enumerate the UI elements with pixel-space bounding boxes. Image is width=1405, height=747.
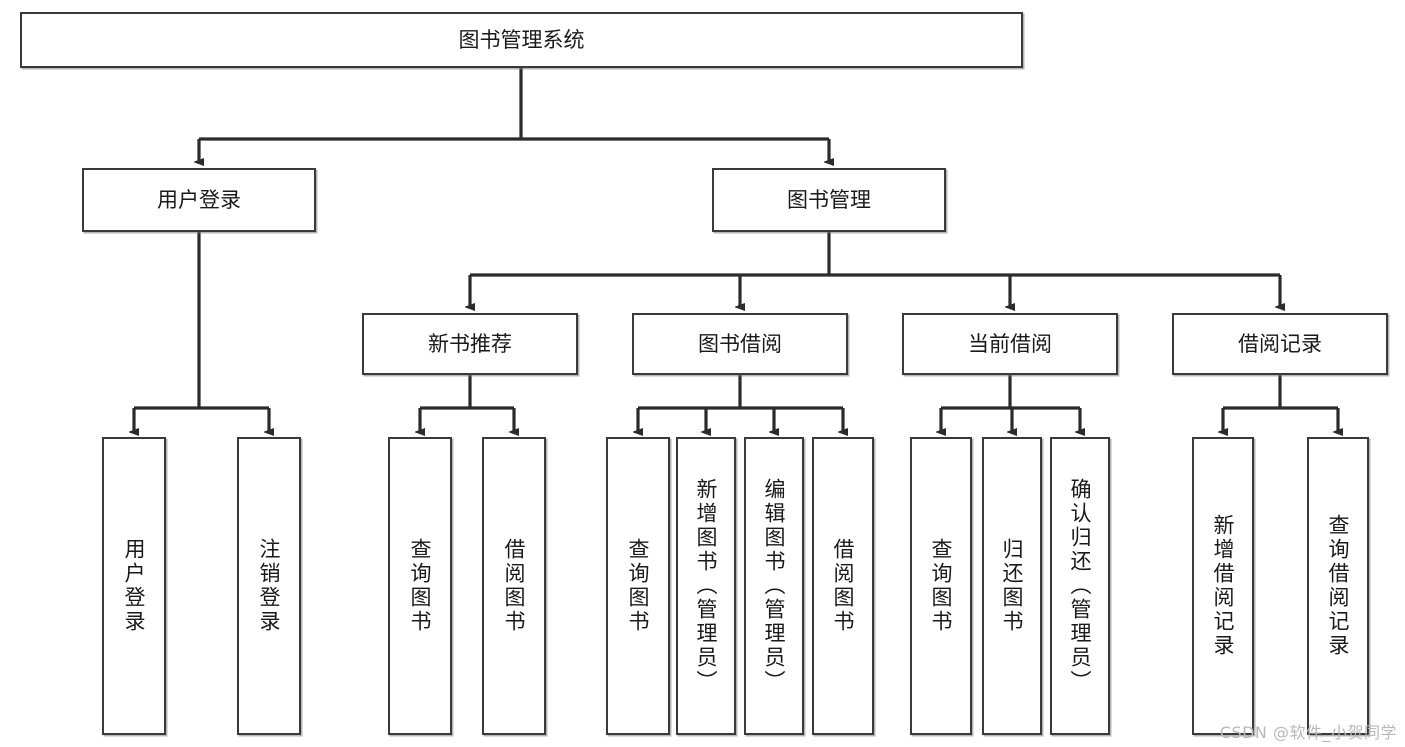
node-leaf-query-book-borrow[interactable]: 查询图书 xyxy=(606,437,670,735)
node-leaf-return-book-label: 归还图书 xyxy=(1000,538,1025,634)
node-leaf-edit-book-admin-label: 编辑图书（管理员） xyxy=(762,478,787,694)
node-current-borrow[interactable]: 当前借阅 xyxy=(902,313,1118,375)
node-leaf-user-logout-label: 注销登录 xyxy=(257,538,282,634)
node-leaf-query-book-borrow-label: 查询图书 xyxy=(626,538,651,634)
node-borrow-record[interactable]: 借阅记录 xyxy=(1172,313,1388,375)
node-leaf-query-borrow-record[interactable]: 查询借阅记录 xyxy=(1307,437,1369,735)
node-leaf-return-book[interactable]: 归还图书 xyxy=(982,437,1042,735)
node-leaf-confirm-return-admin[interactable]: 确认归还（管理员） xyxy=(1050,437,1110,735)
node-leaf-user-logout[interactable]: 注销登录 xyxy=(237,437,301,735)
node-leaf-borrow-book-recommendation-label: 借阅图书 xyxy=(502,538,527,634)
node-root-system[interactable]: 图书管理系统 xyxy=(20,12,1023,68)
node-borrow-record-label: 借阅记录 xyxy=(1238,331,1322,356)
node-leaf-confirm-return-admin-label: 确认归还（管理员） xyxy=(1068,478,1093,694)
node-leaf-query-book-recommendation[interactable]: 查询图书 xyxy=(388,437,452,735)
node-leaf-user-login-label: 用户登录 xyxy=(122,538,147,634)
node-leaf-query-borrow-record-label: 查询借阅记录 xyxy=(1326,514,1351,658)
node-leaf-borrow-book[interactable]: 借阅图书 xyxy=(812,437,874,735)
node-leaf-borrow-book-label: 借阅图书 xyxy=(831,538,856,634)
node-leaf-add-borrow-record[interactable]: 新增借阅记录 xyxy=(1192,437,1254,735)
node-leaf-query-book-recommendation-label: 查询图书 xyxy=(408,538,433,634)
node-user-login-label: 用户登录 xyxy=(157,187,241,212)
node-book-borrow-label: 图书借阅 xyxy=(698,331,782,356)
node-new-book-recommendation[interactable]: 新书推荐 xyxy=(362,313,578,375)
node-new-book-recommendation-label: 新书推荐 xyxy=(428,331,512,356)
node-leaf-add-book-admin-label: 新增图书（管理员） xyxy=(694,478,719,694)
node-leaf-query-book-current-label: 查询图书 xyxy=(929,538,954,634)
csdn-watermark: CSDN @软件_小贺同学 xyxy=(1219,723,1397,742)
node-leaf-user-login[interactable]: 用户登录 xyxy=(102,437,166,735)
node-leaf-query-book-current[interactable]: 查询图书 xyxy=(910,437,972,735)
node-current-borrow-label: 当前借阅 xyxy=(968,331,1052,356)
node-book-manage[interactable]: 图书管理 xyxy=(712,168,946,232)
node-user-login[interactable]: 用户登录 xyxy=(82,168,316,232)
node-leaf-add-book-admin[interactable]: 新增图书（管理员） xyxy=(676,437,736,735)
node-leaf-add-borrow-record-label: 新增借阅记录 xyxy=(1211,514,1236,658)
node-root-label: 图书管理系统 xyxy=(458,27,585,52)
node-book-borrow[interactable]: 图书借阅 xyxy=(632,313,848,375)
node-book-manage-label: 图书管理 xyxy=(787,187,871,212)
node-leaf-borrow-book-recommendation[interactable]: 借阅图书 xyxy=(482,437,546,735)
node-leaf-edit-book-admin[interactable]: 编辑图书（管理员） xyxy=(744,437,804,735)
